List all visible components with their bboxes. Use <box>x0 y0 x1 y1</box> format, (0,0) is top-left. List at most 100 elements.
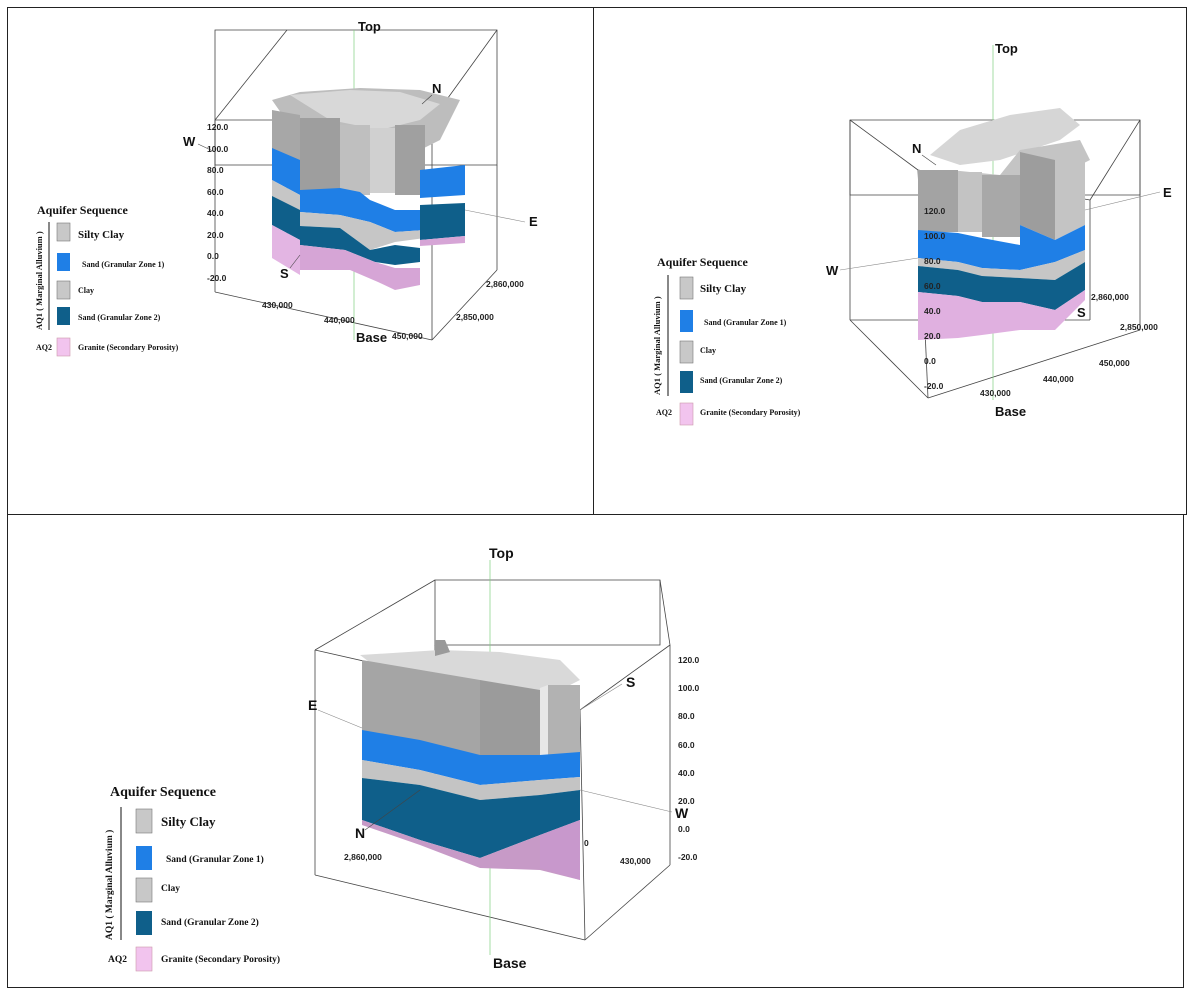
west-label-2: W <box>826 263 839 278</box>
tick-label: 60.0 <box>207 187 224 197</box>
diagram-panel-1: Top Base N E S W 120.0 100.0 80.0 60.0 4… <box>34 19 538 357</box>
legend-title: Aquifer Sequence <box>37 203 128 217</box>
swatch-sand2 <box>57 307 70 325</box>
tick-label: 40.0 <box>207 208 224 218</box>
easting-tick: 440,000 <box>1043 374 1074 384</box>
tick-label: 20.0 <box>678 796 695 806</box>
swatch-sand1 <box>57 253 70 271</box>
east-label-2: E <box>1163 185 1172 200</box>
swatch-clay <box>135 877 153 903</box>
swatch-granite <box>135 946 153 972</box>
legend-title: Aquifer Sequence <box>657 255 748 269</box>
tick-label: 0.0 <box>924 356 936 366</box>
bounding-box-3 <box>314 579 671 941</box>
tick-label: 80.0 <box>207 165 224 175</box>
legend-item: Granite (Secondary Porosity) <box>700 408 801 417</box>
base-label-2: Base <box>995 404 1026 419</box>
northing-tick: 2,860,000 <box>486 279 524 289</box>
tick-label: 120.0 <box>678 655 700 665</box>
legend-item: Sand (Granular Zone 1) <box>82 260 165 269</box>
tick-label: 20.0 <box>924 331 941 341</box>
legend-group-aq1: AQ1 ( Marginal Alluvium ) <box>104 830 115 940</box>
elevation-ticks-1: 120.0 100.0 80.0 60.0 40.0 20.0 0.0 -20.… <box>207 122 229 283</box>
easting-tick: 430,000 <box>980 388 1011 398</box>
tick-label: -20.0 <box>924 381 944 391</box>
legend-item: Silty Clay <box>161 814 216 829</box>
legend-item: Sand (Granular Zone 2) <box>78 313 161 322</box>
diagram-panel-3: Top Base N E S W 120.0 100.0 80.0 60.0 4… <box>104 545 700 972</box>
swatch-silty-clay <box>679 276 694 300</box>
northing-tick: 2,860,000 <box>344 852 382 862</box>
legend-item: Sand (Granular Zone 1) <box>166 854 264 865</box>
elevation-ticks-3: 120.0 100.0 80.0 60.0 40.0 20.0 0.0 -20.… <box>678 655 700 862</box>
legend-title: Aquifer Sequence <box>110 785 216 800</box>
legend-item: Clay <box>161 884 180 894</box>
tick-label: 100.0 <box>924 231 946 241</box>
base-label-1: Base <box>356 330 387 345</box>
diagram-panel-2: Top Base N E S W 120.0 100.0 80.0 60.0 4… <box>652 41 1172 426</box>
tick-label: 80.0 <box>678 711 695 721</box>
legend-group-aq2: AQ2 <box>108 955 127 965</box>
swatch-clay <box>56 280 71 300</box>
legend-item: Sand (Granular Zone 1) <box>704 318 787 327</box>
south-label-2: S <box>1077 305 1086 320</box>
easting-tick: 430,000 <box>620 856 651 866</box>
top-label-2: Top <box>995 41 1018 56</box>
north-label-3: N <box>355 825 365 841</box>
geology-body-3 <box>360 640 580 880</box>
swatch-silty-clay <box>56 222 71 242</box>
tick-label: 20.0 <box>207 230 224 240</box>
tick-label: 0.0 <box>207 251 219 261</box>
easting-tick: 440,000 <box>324 315 355 325</box>
geology-body-2 <box>918 108 1090 340</box>
tick-label: 120.0 <box>924 206 946 216</box>
tick-label: 120.0 <box>207 122 229 132</box>
tick-label: 0.0 <box>678 824 690 834</box>
tick-label: 60.0 <box>678 740 695 750</box>
legend-group-aq1: AQ1 ( Marginal Alluvium ) <box>34 231 44 330</box>
tick-label: 40.0 <box>678 768 695 778</box>
legend-item: Silty Clay <box>78 229 125 241</box>
tick-label: 60.0 <box>924 281 941 291</box>
elevation-ticks-2: 120.0 100.0 80.0 60.0 40.0 20.0 0.0 -20.… <box>924 206 946 391</box>
legend-group-aq2: AQ2 <box>36 343 52 352</box>
legend-3: Aquifer Sequence AQ1 ( Marginal Alluvium… <box>104 785 280 972</box>
swatch-clay <box>679 340 694 364</box>
legend-item: Sand (Granular Zone 2) <box>161 917 259 928</box>
tick-label: 100.0 <box>678 683 700 693</box>
legend-group-aq1: AQ1 ( Marginal Alluvium ) <box>652 296 662 395</box>
swatch-sand2 <box>136 911 152 935</box>
legend-item: Silty Clay <box>700 283 747 295</box>
west-label-1: W <box>183 134 196 149</box>
legend-item: Granite (Secondary Porosity) <box>161 954 280 965</box>
top-label-1: Top <box>358 19 381 34</box>
swatch-silty-clay <box>135 808 153 834</box>
north-label-1: N <box>432 81 441 96</box>
legend-group-aq2: AQ2 <box>656 408 672 417</box>
top-label-3: Top <box>489 545 514 561</box>
south-label-3: S <box>626 674 635 690</box>
legend-item: Clay <box>700 346 716 355</box>
north-label-2: N <box>912 141 921 156</box>
tick-label: 100.0 <box>207 144 229 154</box>
easting-tick: 450,000 <box>1099 358 1130 368</box>
swatch-sand1 <box>136 846 152 870</box>
swatch-sand1 <box>680 310 693 332</box>
east-label-3: E <box>308 697 317 713</box>
panel-frame-3 <box>7 514 1184 988</box>
legend-1: Aquifer Sequence AQ1 ( Marginal Alluvium… <box>34 203 179 357</box>
legend-item: Granite (Secondary Porosity) <box>78 343 179 352</box>
south-label-1: S <box>280 266 289 281</box>
northing-tick: 2,850,000 <box>1120 322 1158 332</box>
tick-label: 80.0 <box>924 256 941 266</box>
tick-label: -20.0 <box>207 273 227 283</box>
base-label-3: Base <box>493 955 527 971</box>
northing-tick: 2,850,000 <box>456 312 494 322</box>
west-label-3: W <box>675 805 689 821</box>
northing-tick: 2,860,000 <box>1091 292 1129 302</box>
east-label-1: E <box>529 214 538 229</box>
easting-tick: 0 <box>584 838 589 848</box>
tick-label: 40.0 <box>924 306 941 316</box>
tick-label: -20.0 <box>678 852 698 862</box>
